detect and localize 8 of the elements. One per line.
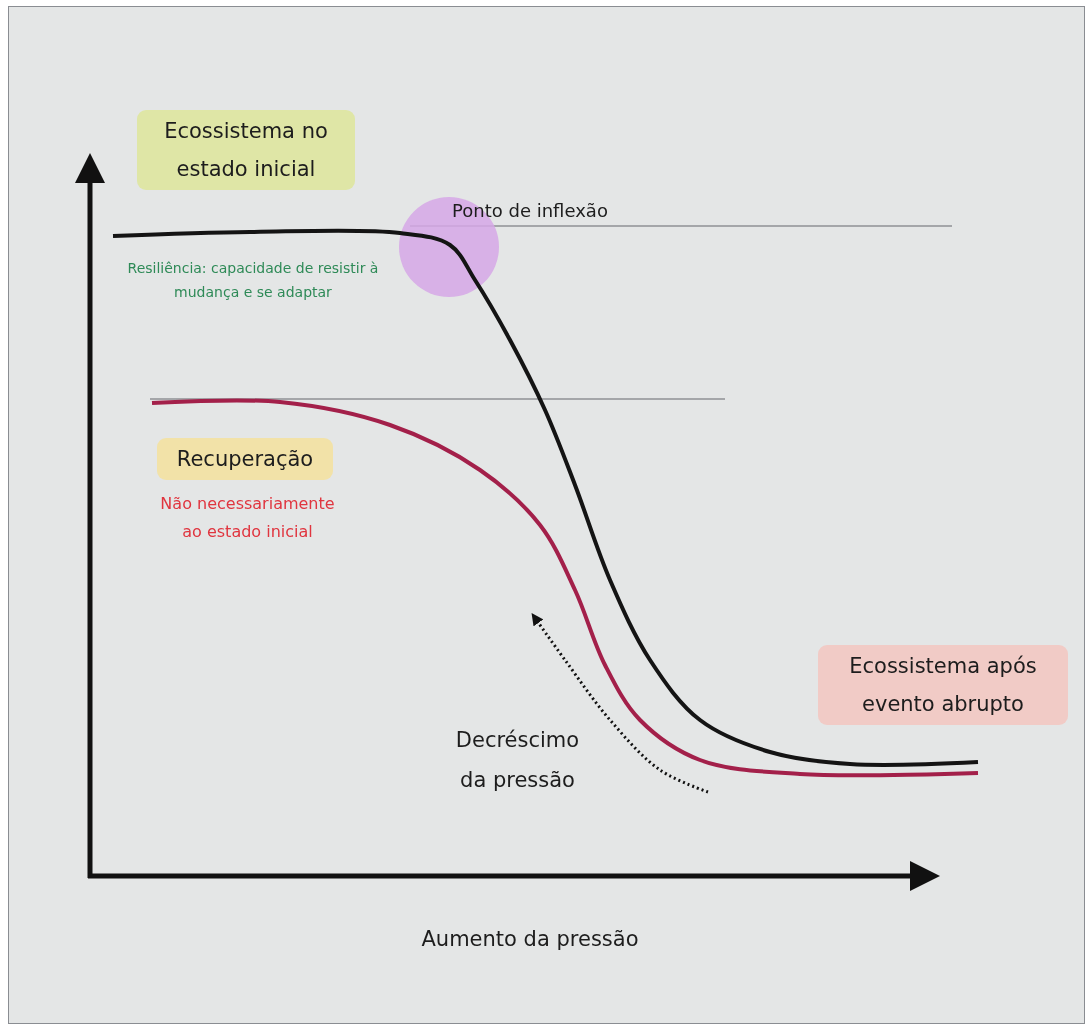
state-label: Recuperação [157,438,333,480]
axis-label: Aumento da pressão [420,926,640,953]
state-label: Ecossistema após evento abrupto [818,645,1068,725]
tipping-point-label: Ponto de inflexão [451,199,609,223]
axis-note: Decréscimo da pressão [454,727,581,794]
resilience-note: Resiliência: capacidade de resistir à mudança e se adaptar [126,259,380,302]
state-label: Ecossistema no estado inicial [137,110,355,190]
recovery-note: Não necessariamente ao estado inicial [159,493,336,543]
